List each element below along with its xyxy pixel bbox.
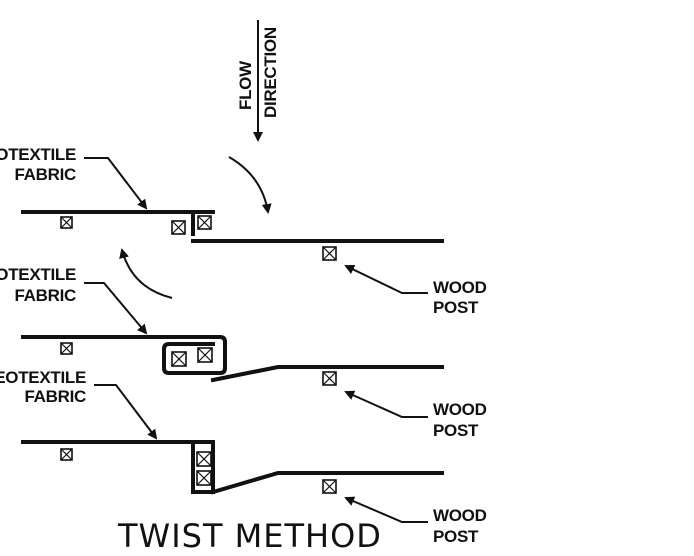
fabric-label-2-line1: GEOTEXTILE [0, 265, 76, 284]
fabric-leader-2 [84, 282, 148, 335]
post-label-1-line1: WOOD [433, 278, 487, 297]
flow-label-line1: FLOW [236, 60, 255, 110]
fabric-label-1-line1: GEOTEXTILE [0, 145, 76, 164]
wood-post-icon [171, 351, 187, 367]
fabric-label-2-line2: FABRIC [15, 286, 77, 305]
flow-direction-indicator: FLOW DIRECTION [236, 20, 280, 142]
wood-post-icon [171, 220, 186, 235]
post-label-3-line2: POST [433, 527, 479, 546]
wood-post-icon [197, 347, 213, 363]
fabric-leader-1 [84, 157, 148, 210]
wood-post-icon [60, 342, 73, 355]
post-leader-2 [344, 390, 428, 418]
wood-post-icon [322, 371, 337, 386]
fabric-upstream-2 [21, 335, 227, 375]
stage-3-joint [21, 384, 444, 523]
stage-1-joint [21, 157, 444, 294]
stage-2-joint [21, 282, 444, 418]
wood-post-icon [196, 470, 212, 486]
wood-post-icon [60, 448, 73, 461]
fabric-label-1-line2: FABRIC [15, 165, 77, 184]
flow-label-line2: DIRECTION [261, 27, 280, 118]
wood-post-icon [197, 215, 212, 230]
fabric-leader-3 [94, 384, 158, 440]
twist-curve-arrow-up [119, 248, 173, 299]
post-label-2-line1: WOOD [433, 400, 487, 419]
wood-post-icon [322, 479, 337, 494]
diagram-title: TWIST METHOD [117, 517, 382, 555]
fabric-downstream-2 [210, 365, 444, 383]
wood-post-icon [322, 246, 337, 261]
twist-curve-arrow-down [228, 156, 272, 214]
wood-post-icon [196, 451, 212, 467]
post-label-2-line2: POST [433, 421, 479, 440]
post-label-3-line1: WOOD [433, 506, 487, 525]
fabric-upstream-1 [21, 210, 195, 236]
fabric-upstream-3 [21, 440, 215, 494]
post-leader-3 [344, 496, 428, 523]
post-leader-1 [344, 264, 428, 294]
wood-post-icon [60, 216, 73, 229]
fabric-label-3-line1: GEOTEXTILE [0, 368, 86, 387]
post-label-1-line2: POST [433, 298, 479, 317]
fabric-downstream-3 [210, 471, 444, 495]
fabric-label-3-line2: FABRIC [25, 387, 87, 406]
